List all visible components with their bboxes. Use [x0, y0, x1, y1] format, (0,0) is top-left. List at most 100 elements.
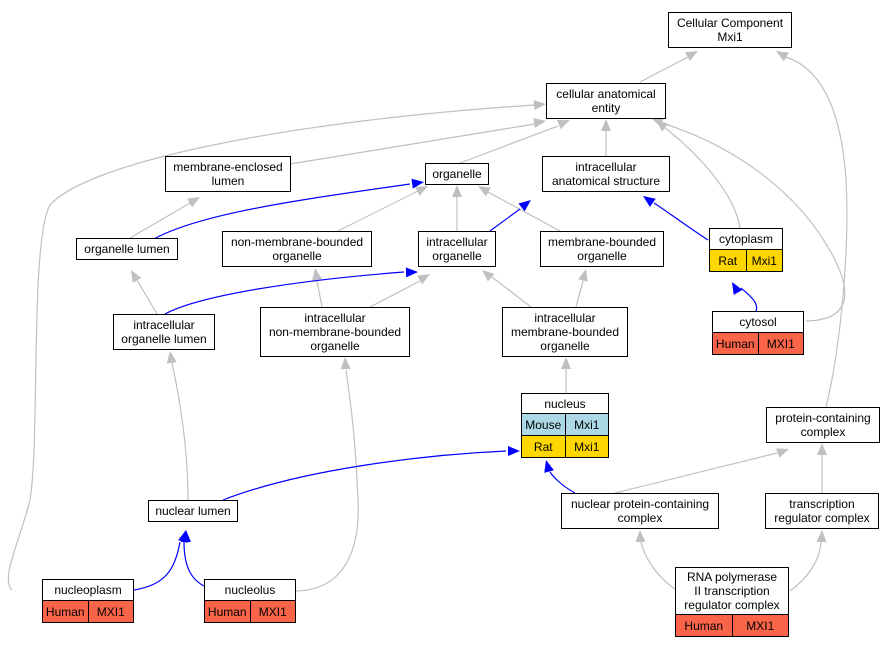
node-nucleus[interactable]: nucleus Mouse Mxi1 Rat Mxi1	[521, 393, 609, 458]
arrowhead	[651, 117, 664, 127]
part-of-edge	[549, 471, 576, 494]
arrowhead	[557, 119, 570, 130]
node-rna-pol-ii-complex[interactable]: RNA polymerase II transcription regulato…	[675, 567, 789, 637]
arrowhead	[405, 267, 418, 278]
node-intracellular-organelle-lumen[interactable]: intracellular organelle lumen	[113, 314, 215, 350]
part-of-edge	[740, 287, 758, 312]
is-a-edge	[136, 279, 158, 315]
node-label: nucleus	[544, 396, 586, 411]
annotation-row: Human MXI1	[43, 600, 133, 622]
node-cellular-component[interactable]: Cellular Component Mxi1	[668, 12, 792, 48]
arrowhead	[518, 200, 531, 212]
is-a-edge	[575, 280, 584, 308]
node-label: intracellular anatomical structure	[551, 160, 661, 188]
part-of-edge	[222, 450, 507, 501]
arrowhead	[166, 351, 177, 364]
is-a-edge	[639, 55, 691, 83]
is-a-edge	[614, 452, 778, 494]
arrowhead	[452, 185, 462, 197]
is-a-edge	[664, 123, 846, 322]
node-nuclear-protein-containing-complex[interactable]: nuclear protein-containing complex	[561, 493, 719, 529]
is-a-edge	[337, 190, 419, 232]
node-organelle-lumen[interactable]: organelle lumen	[76, 238, 178, 260]
node-intracellular-non-membrane-bounded-organelle[interactable]: intracellular non-membrane-bounded organ…	[260, 307, 410, 357]
node-label: membrane-bounded organelle	[547, 235, 657, 263]
node-nucleoplasm[interactable]: nucleoplasm Human MXI1	[42, 579, 134, 623]
arrowhead	[685, 51, 698, 62]
node-non-membrane-bounded-organelle[interactable]: non-membrane-bounded organelle	[222, 231, 372, 267]
arrowhead	[817, 443, 827, 455]
node-transcription-regulator-complex[interactable]: transcription regulator complex	[765, 493, 879, 529]
node-cytosol[interactable]: cytosol Human MXI1	[712, 311, 804, 355]
is-a-edge	[459, 125, 559, 164]
part-of-edge	[164, 271, 405, 315]
is-a-edge	[640, 541, 679, 592]
is-a-edge	[316, 280, 323, 308]
part-of-edge	[139, 183, 411, 249]
gene-cell: Mxi1	[745, 250, 783, 271]
node-nuclear-lumen[interactable]: nuclear lumen	[148, 500, 238, 522]
arrowhead	[544, 460, 554, 473]
arrowhead	[816, 530, 827, 543]
is-a-edge	[487, 191, 561, 232]
node-label: cytoplasm	[718, 232, 774, 246]
node-protein-containing-complex[interactable]: protein-containing complex	[766, 407, 880, 443]
node-label: membrane-enclosed lumen	[173, 160, 283, 188]
annotation-row: Human MXI1	[205, 600, 295, 622]
arrowhead	[776, 448, 789, 458]
node-organelle[interactable]: organelle	[425, 163, 489, 185]
node-label: cellular anatomical entity	[556, 87, 656, 115]
node-label: cytosol	[739, 315, 777, 329]
arrowhead	[478, 186, 491, 197]
species-cell: Rat	[533, 439, 553, 454]
is-a-edge	[785, 56, 848, 408]
is-a-edge	[664, 127, 741, 229]
node-label: protein-containing complex	[775, 411, 871, 439]
node-label: nuclear lumen	[155, 504, 231, 518]
arrowhead	[340, 357, 351, 370]
node-label: nuclear protein-containing complex	[570, 497, 710, 525]
annotation-row: Rat Mxi1	[710, 249, 782, 271]
arrowhead	[187, 197, 200, 208]
gene-cell: Mxi1	[564, 414, 609, 435]
node-label: non-membrane-bounded organelle	[230, 235, 364, 263]
arrowhead	[635, 530, 646, 543]
node-label: intracellular organelle	[426, 235, 488, 263]
node-intracellular-anatomical-structure[interactable]: intracellular anatomical structure	[542, 156, 670, 192]
arrowhead	[482, 270, 495, 282]
node-label: intracellular organelle lumen	[121, 318, 207, 346]
is-a-edge	[289, 123, 536, 165]
is-a-edge	[7, 104, 536, 591]
node-label: Cellular Component Mxi1	[676, 16, 784, 44]
species-cell: Mouse	[525, 417, 562, 432]
node-nucleolus[interactable]: nucleolus Human MXI1	[204, 579, 296, 623]
species-cell: Human	[207, 604, 247, 619]
node-cellular-anatomical-entity[interactable]: cellular anatomical entity	[546, 83, 666, 119]
is-a-edge	[171, 362, 189, 501]
arrowhead	[561, 357, 571, 369]
arrowhead	[411, 178, 424, 189]
node-label: RNA polymerase II transcription regulato…	[684, 570, 780, 612]
annotation-row: Rat Mxi1	[522, 435, 608, 457]
is-a-edge	[491, 276, 532, 308]
arrowhead	[533, 117, 546, 128]
arrowhead	[415, 186, 428, 196]
is-a-edge	[295, 369, 359, 592]
species-cell: Human	[684, 618, 724, 633]
node-cytoplasm[interactable]: cytoplasm Rat Mxi1	[709, 228, 783, 272]
is-a-edge	[369, 280, 421, 308]
arrowhead	[181, 530, 191, 542]
node-membrane-enclosed-lumen[interactable]: membrane-enclosed lumen	[165, 156, 291, 192]
arrowhead	[312, 268, 323, 281]
node-membrane-bounded-organelle[interactable]: membrane-bounded organelle	[540, 231, 664, 267]
gene-cell: MXI1	[87, 601, 134, 622]
species-cell: Human	[45, 604, 85, 619]
node-intracellular-organelle[interactable]: intracellular organelle	[418, 231, 496, 267]
node-intracellular-membrane-bounded-organelle[interactable]: intracellular membrane-bounded organelle	[502, 307, 628, 357]
arrowhead	[578, 269, 588, 282]
node-label: organelle	[432, 167, 482, 181]
part-of-edge	[653, 202, 709, 241]
part-of-edge	[133, 541, 181, 591]
part-of-edge	[489, 208, 521, 232]
